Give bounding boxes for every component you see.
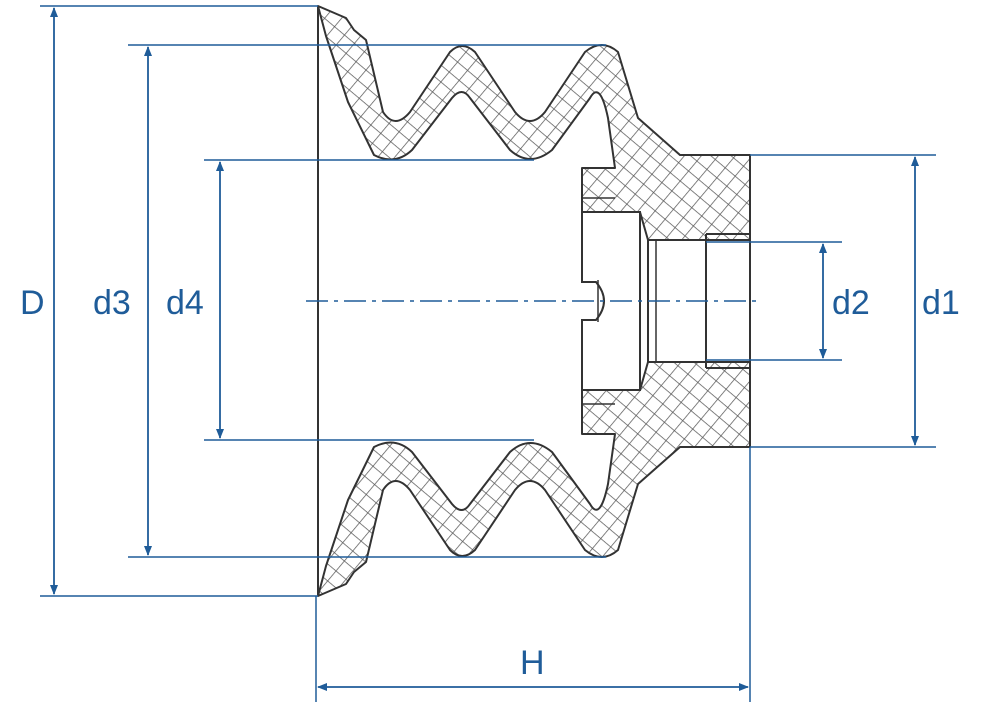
part-body xyxy=(306,5,760,597)
label-d3: d3 xyxy=(93,284,131,322)
label-D: D xyxy=(20,284,45,322)
dimension-lines xyxy=(50,6,919,691)
label-d1: d1 xyxy=(922,284,960,322)
label-d2: d2 xyxy=(832,284,870,322)
extension-lines xyxy=(40,5,936,702)
bellows-lower-wall xyxy=(317,361,751,597)
label-H: H xyxy=(520,644,545,682)
dimension-labels: D d3 d4 d2 d1 H xyxy=(16,280,972,682)
label-d4: d4 xyxy=(166,284,204,322)
bellows-upper-wall xyxy=(317,5,751,241)
